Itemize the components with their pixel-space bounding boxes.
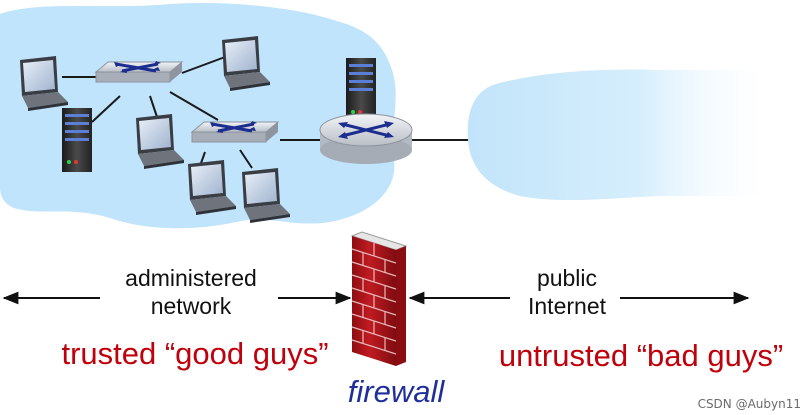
- switch-icon: [190, 119, 280, 144]
- administered-network-label-line2: network: [150, 293, 232, 319]
- network-links: [62, 56, 468, 169]
- public-internet-label-line2: Internet: [528, 293, 606, 319]
- untrusted-bad-guys-label: untrusted “bad guys”: [498, 338, 784, 373]
- trusted-good-guys-label: trusted “good guys”: [61, 336, 329, 371]
- router-icon: [319, 113, 413, 164]
- public-internet-label-line1: public: [536, 265, 598, 291]
- administered-network-label-line1: administered: [125, 265, 257, 291]
- public-internet-cloud: [467, 69, 780, 201]
- watermark: CSDN @Aubyn11: [697, 397, 801, 411]
- public-internet-label: public Internet: [510, 264, 624, 320]
- administered-network-label: administered network: [96, 264, 286, 320]
- firewall-brick-wall-icon: [350, 231, 408, 366]
- firewall-label: firewall: [347, 374, 445, 409]
- switch-icon: [94, 59, 184, 84]
- administered-network-cloud: [0, 2, 396, 229]
- server-icon: [346, 58, 376, 122]
- server-icon: [62, 108, 92, 172]
